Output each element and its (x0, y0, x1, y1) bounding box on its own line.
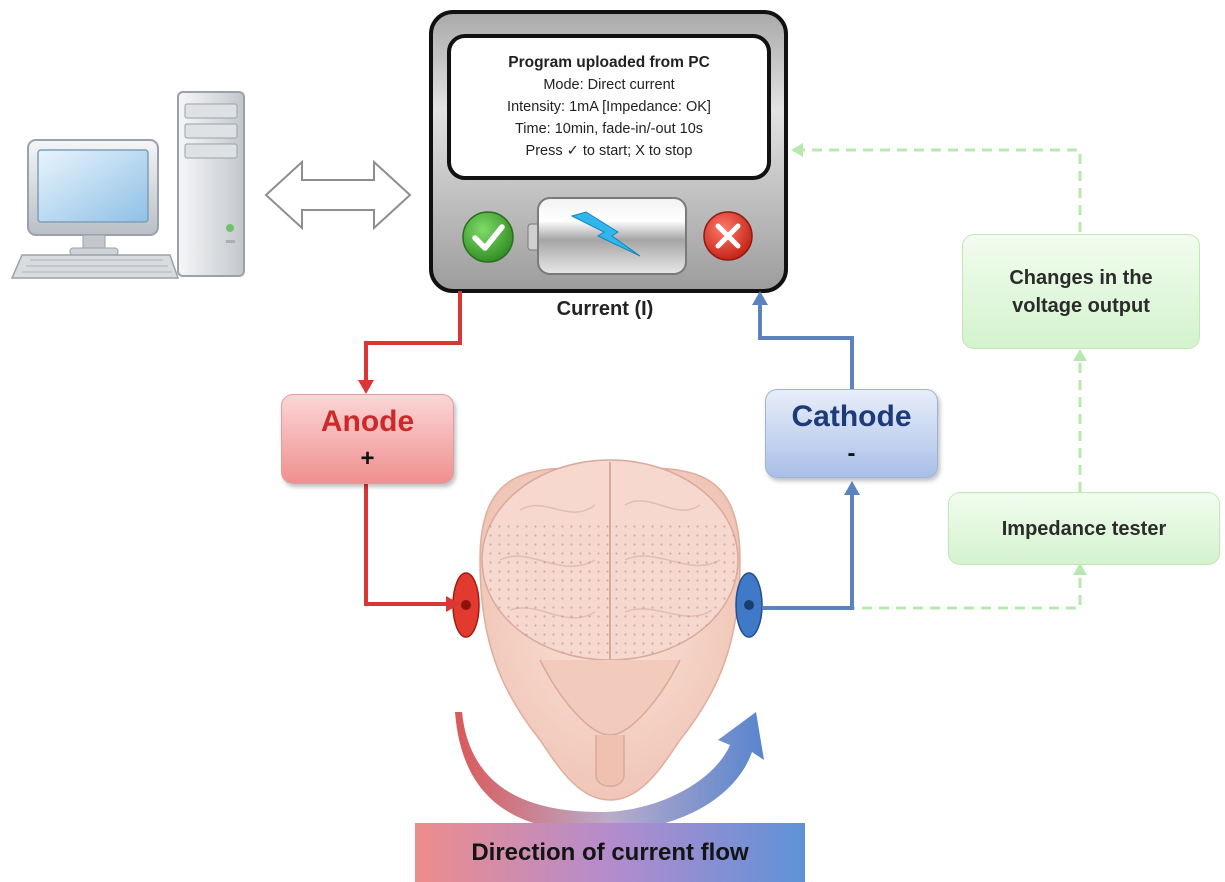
voltage-output-label: Changes in the voltage output (1009, 266, 1153, 317)
current-label: Current (I) (556, 298, 654, 320)
direction-label: Direction of current flow (471, 838, 749, 866)
battery-lightning-icon (527, 197, 687, 275)
close-icon[interactable] (703, 211, 753, 261)
anode-arrowheads (358, 380, 460, 612)
screen-line-time: Time: 10min, fade-in/-out 10s (514, 121, 704, 137)
cathode-sign: - (847, 440, 856, 467)
screen-line-instructions: Press ✓ to start; X to stop (525, 143, 693, 159)
anode-wire (364, 291, 462, 606)
anode-box: Anode + (281, 394, 454, 484)
anode-sign: + (360, 445, 375, 472)
feedback-arrowheads (791, 143, 1087, 575)
anode-title: Anode (320, 405, 415, 438)
screen-line-mode: Mode: Direct current (543, 77, 675, 93)
cathode-box: Cathode - (765, 389, 938, 478)
check-icon[interactable] (462, 211, 514, 263)
impedance-tester-box: Impedance tester (948, 492, 1220, 565)
voltage-output-box: Changes in the voltage output (962, 234, 1200, 349)
impedance-tester-label: Impedance tester (1001, 517, 1167, 540)
screen-line-intensity: Intensity: 1mA [Impedance: OK] (507, 99, 711, 115)
desktop-computer-icon (10, 91, 245, 279)
screen-line-title: Program uploaded from PC (508, 54, 710, 71)
cathode-title: Cathode (791, 400, 912, 433)
cathode-arrowheads (752, 291, 860, 495)
double-arrow-icon (264, 159, 412, 231)
cathode-wire (758, 303, 854, 610)
direction-banner: Direction of current flow (415, 823, 805, 882)
feedback-loop (760, 148, 1082, 610)
cathode-electrode (735, 572, 763, 638)
anode-electrode (452, 572, 480, 638)
brain-head-icon (479, 459, 741, 801)
device-screen: Program uploaded from PC Mode: Direct cu… (447, 34, 771, 180)
direction-sweep-arrow (455, 712, 764, 832)
